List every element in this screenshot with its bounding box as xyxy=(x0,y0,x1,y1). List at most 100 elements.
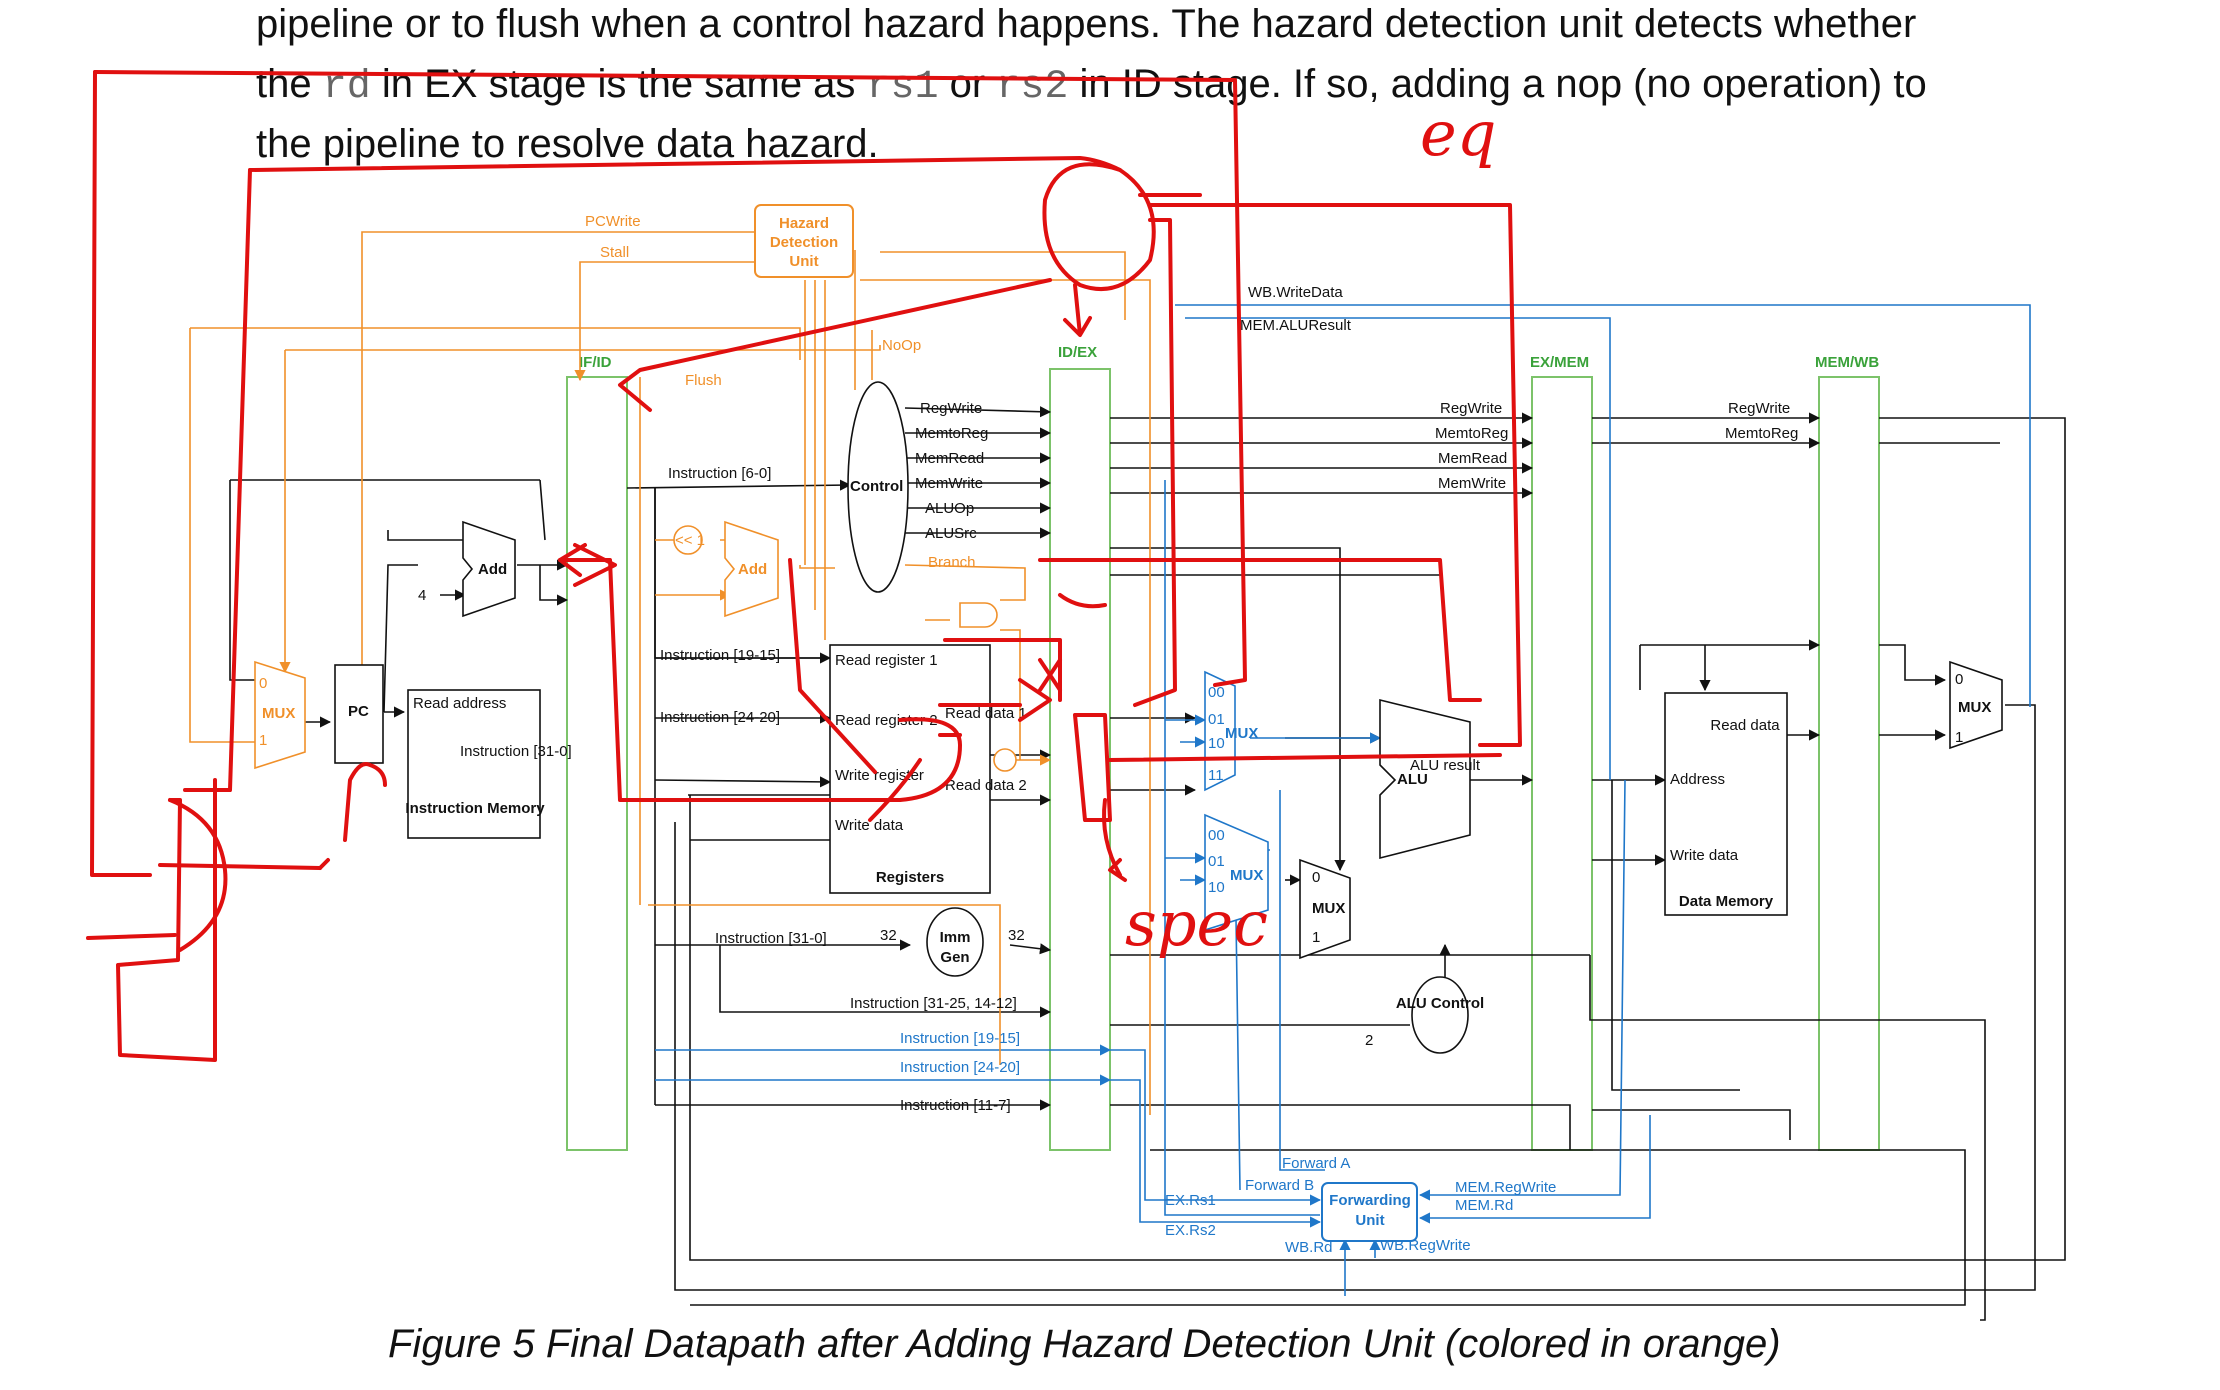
mem-wb-register xyxy=(1818,376,1880,1151)
para-text: in ID stage. If so, adding a nop (no ope… xyxy=(1068,62,1927,106)
dmem-address: Address xyxy=(1670,771,1725,788)
imm-in-width: 32 xyxy=(880,927,897,944)
control-out-memtoreg: MemtoReg xyxy=(915,425,988,442)
control-out-regwrite: RegWrite xyxy=(920,400,982,417)
wb-regwrite-label: WB.RegWrite xyxy=(1380,1237,1471,1254)
wb-rd-label: WB.Rd xyxy=(1285,1239,1333,1256)
code-rs1: rs1 xyxy=(866,65,939,110)
hazard-unit-line3: Unit xyxy=(789,253,818,270)
alu-control-label: ALU Control xyxy=(1396,995,1484,1012)
wb-mux-in1: 1 xyxy=(1955,729,1963,746)
pc-register: PC xyxy=(334,664,384,764)
forward-a-label: Forward A xyxy=(1282,1155,1350,1172)
control-out-memwrite: MemWrite xyxy=(915,475,983,492)
fwd-a-00: 00 xyxy=(1208,684,1225,701)
read-data1-label: Read data 1 xyxy=(945,705,1027,722)
instr-31-0: Instruction [31-0] xyxy=(715,930,827,947)
instruction-memory: Read address Instruction [31-0] Instruct… xyxy=(405,689,572,839)
ex-mem-label: EX/MEM xyxy=(1530,354,1589,371)
alu-result-label: ALU result xyxy=(1410,757,1481,774)
if-id-register xyxy=(566,376,628,1151)
shift-label: << 1 xyxy=(675,532,705,549)
mem-aluresult-label: MEM.ALUResult xyxy=(1240,317,1352,334)
wb-mux-label: MUX xyxy=(1958,699,1991,716)
noop-label: NoOp xyxy=(882,337,921,354)
exmem-memread: MemRead xyxy=(1438,450,1507,467)
imem-instruction: Instruction [31-0] xyxy=(460,743,572,760)
id-ex-label: ID/EX xyxy=(1058,344,1097,361)
alu-control: ALU Control xyxy=(1396,976,1484,1054)
hazard-unit-line1: Hazard xyxy=(779,215,829,232)
ex-mem-register xyxy=(1531,376,1593,1151)
read-reg1-label: Read register 1 xyxy=(835,652,938,669)
branch-add-label: Add xyxy=(738,561,767,578)
fwd-a-11: 11 xyxy=(1208,767,1224,784)
registers-title: Registers xyxy=(876,869,944,886)
control-unit: Control xyxy=(847,381,909,593)
memwb-memtoreg: MemtoReg xyxy=(1725,425,1798,442)
mem-rd-label: MEM.Rd xyxy=(1455,1197,1513,1214)
fwd-b-01: 01 xyxy=(1208,853,1225,870)
fwd-a-mux-label: MUX xyxy=(1225,725,1258,742)
forwarding-label1: Forwarding xyxy=(1329,1192,1411,1209)
imem-read-label: Read address xyxy=(413,695,506,712)
register-file: Read register 1 Read register 2 Write re… xyxy=(829,644,1027,894)
annotation-spec: spec xyxy=(1125,887,1268,960)
paragraph-line-2: the rd in EX stage is the same as rs1 or… xyxy=(256,60,1927,112)
instr-31-25: Instruction [31-25, 14-12] xyxy=(850,995,1017,1012)
dmem-title: Data Memory xyxy=(1679,893,1774,910)
imm-gen: Imm Gen xyxy=(926,907,984,977)
control-out-memread: MemRead xyxy=(915,450,984,467)
four-label: 4 xyxy=(418,587,426,604)
imm-out-width: 32 xyxy=(1008,927,1025,944)
mem-wb-label: MEM/WB xyxy=(1815,354,1879,371)
instr-11-7: Instruction [11-7] xyxy=(900,1097,1011,1114)
annotation-eq: eq xyxy=(1420,97,1496,170)
read-data2-label: Read data 2 xyxy=(945,777,1027,794)
fwd-a-10: 10 xyxy=(1208,735,1225,752)
gen-label: Gen xyxy=(940,949,969,966)
para-text: or xyxy=(938,62,997,106)
forward-a-mux: MUX 00 01 10 11 xyxy=(1204,670,1258,792)
para-text: in EX stage is the same as xyxy=(370,62,867,106)
instr-6-0: Instruction [6-0] xyxy=(668,465,771,482)
paragraph-line-3: the pipeline to resolve data hazard. xyxy=(256,122,879,166)
imem-read-address: Read address xyxy=(413,695,506,712)
code-rs2: rs2 xyxy=(996,65,1069,110)
alu: ALU ALU result xyxy=(1379,698,1481,860)
memwb-regwrite: RegWrite xyxy=(1728,400,1790,417)
hazard-wires xyxy=(189,231,1151,1115)
pc-mux: MUX 0 1 xyxy=(254,660,306,770)
wb-mux-in0: 0 xyxy=(1955,671,1963,688)
write-data-label: Write data xyxy=(835,817,904,834)
branch-and-gate xyxy=(959,602,1017,772)
fwd-b-00: 00 xyxy=(1208,827,1225,844)
hazard-detection-unit: Hazard Detection Unit xyxy=(754,204,854,278)
exmem-regwrite: RegWrite xyxy=(1440,400,1502,417)
instr-19-15-b: Instruction [19-15] xyxy=(900,1030,1020,1047)
alusrc-in1: 1 xyxy=(1312,929,1320,946)
imm-label: Imm xyxy=(940,929,971,946)
data-memory: Address Read data Write data Data Memory xyxy=(1664,692,1788,916)
pc-mux-label: MUX xyxy=(262,705,295,722)
alusrc-mux-label: MUX xyxy=(1312,900,1345,917)
stall-label: Stall xyxy=(600,244,629,261)
fwd-b-mux-label: MUX xyxy=(1230,867,1263,884)
pc-add-label: Add xyxy=(478,561,507,578)
mem-regwrite-label: MEM.RegWrite xyxy=(1455,1179,1556,1196)
control-label: Control xyxy=(850,478,903,495)
ex-rs1-label: EX.Rs1 xyxy=(1165,1192,1216,1209)
dmem-read-data: Read data xyxy=(1710,717,1780,734)
if-id-label: IF/ID xyxy=(579,354,612,371)
pc-add: Add xyxy=(462,520,516,618)
para-text: the xyxy=(256,62,323,106)
control-out-alusrc: ALUSrc xyxy=(925,525,977,542)
alusrc-mux: MUX 0 1 xyxy=(1299,858,1351,960)
fwd-b-10: 10 xyxy=(1208,879,1225,896)
write-reg-label: Write register xyxy=(835,767,924,784)
read-reg2-label: Read register 2 xyxy=(835,712,938,729)
pc-label: PC xyxy=(348,703,369,720)
imem-title: Instruction Memory xyxy=(405,800,545,817)
instr-24-20: Instruction [24-20] xyxy=(660,709,780,726)
